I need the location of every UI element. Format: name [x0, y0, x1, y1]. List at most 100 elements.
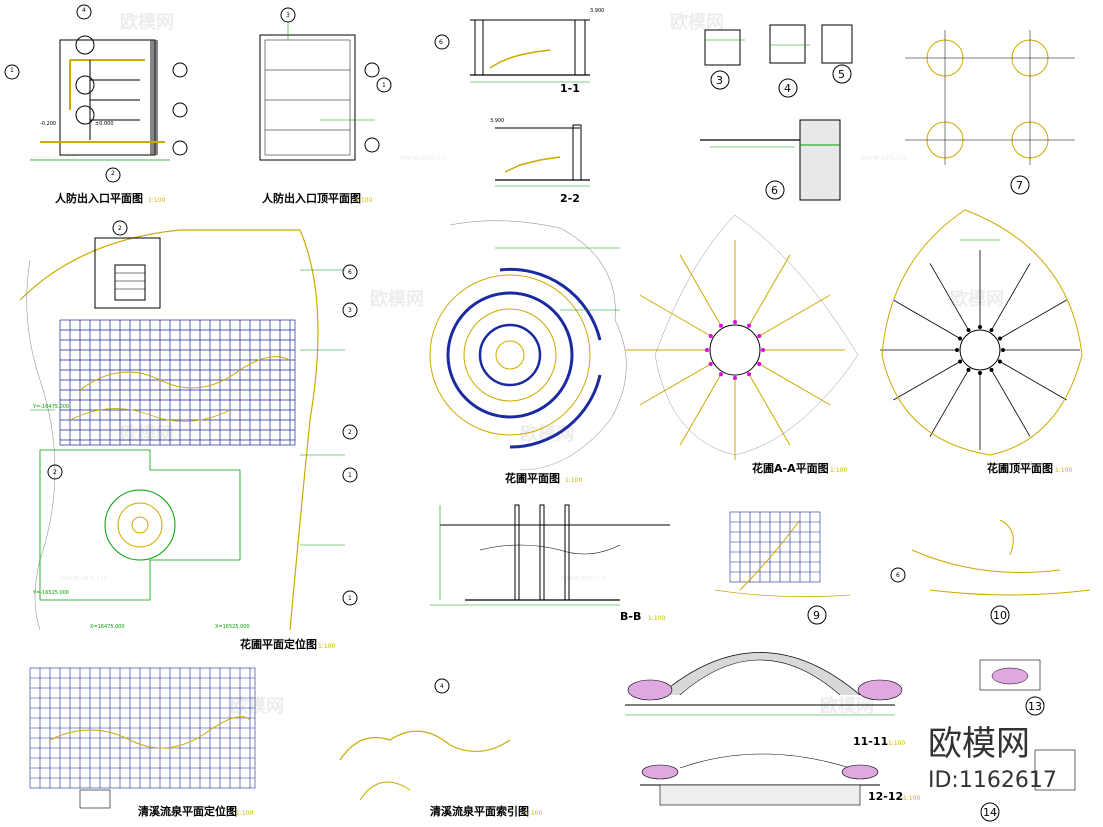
column-dot — [719, 372, 723, 377]
column-dot — [708, 362, 713, 366]
watermark: 欧模网 — [820, 695, 874, 717]
detail-number: 2 — [118, 225, 122, 232]
column-dot — [708, 334, 713, 338]
brand-id: ID:1162617 — [928, 768, 1057, 793]
radial-beams — [625, 240, 845, 460]
radial-beam — [758, 363, 831, 406]
watermark: 欧模网 — [950, 288, 1004, 310]
column-dot — [747, 323, 751, 328]
radial-beam — [639, 294, 712, 337]
detail-number: 14 — [983, 806, 997, 819]
detail-9: 9 — [714, 511, 851, 625]
column-dot — [989, 367, 994, 372]
detail-number: 6 — [896, 572, 900, 579]
view-title: 花圃平面图 — [505, 471, 560, 485]
watermark-url: www.om.cn — [400, 153, 446, 162]
detail-number: 7 — [1016, 179, 1023, 192]
column-dot — [958, 336, 963, 341]
view-flower-plan: 花圃平面图 1:100 — [429, 220, 627, 485]
radial-beam — [991, 369, 1031, 437]
brand-mark: 欧模网 ID:1162617 — [928, 724, 1057, 793]
view-title: 11-11 — [853, 735, 888, 748]
radial-beam — [893, 361, 961, 401]
view-title: 清溪流泉平面定位图 — [138, 804, 237, 818]
column-dot — [966, 367, 971, 372]
detail-13: 13 — [979, 659, 1045, 716]
radial-beam — [679, 254, 722, 327]
watermark-url: www.om.cn — [860, 153, 906, 162]
view-scale: 1:100 — [525, 810, 542, 817]
view-scale: 1:100 — [565, 477, 582, 484]
view-title: 花圃顶平面图 — [987, 461, 1053, 475]
view-scale: 1:100 — [888, 740, 905, 747]
view-title: B-B — [620, 610, 641, 623]
blue-grid — [59, 319, 296, 446]
column-dot — [966, 328, 971, 333]
radial-beam — [929, 369, 969, 437]
view-scale: 1:100 — [903, 795, 920, 802]
detail-number: 5 — [838, 68, 845, 81]
watermark: 欧模网 — [370, 288, 424, 310]
elevation-label: ±0.000 — [95, 121, 114, 127]
elevation-label: 3.900 — [590, 8, 604, 14]
view-title: 12-12 — [868, 790, 903, 803]
column-dot — [955, 348, 959, 352]
view-scale: 1:100 — [318, 643, 335, 650]
radial-beam — [748, 373, 791, 446]
column-dot — [1001, 348, 1005, 352]
view-title: 1-1 — [560, 82, 580, 95]
detail-number: 3 — [286, 12, 290, 19]
column-dot — [978, 371, 982, 375]
column-dot — [757, 334, 762, 338]
watermark: 欧模网 — [120, 11, 174, 33]
watermark-url: www.om.cn — [60, 573, 106, 582]
watermark: 欧模网 — [230, 695, 284, 717]
view-scale: 1:100 — [1055, 467, 1072, 474]
view-title: 花圃平面定位图 — [240, 637, 317, 651]
radial-beam — [929, 263, 969, 331]
view-section-2-2: 3.900 2-2 — [490, 118, 590, 205]
brand-logo-text: 欧模网 — [928, 724, 1030, 764]
detail-number: 2 — [348, 429, 352, 436]
coord-label: Y=-16525.000 — [32, 590, 69, 596]
column-dot — [997, 359, 1002, 364]
watermark-url: www.om.cn — [30, 153, 76, 162]
view-title: 人防出入口顶平面图 — [262, 191, 361, 205]
view-title: 2-2 — [560, 192, 580, 205]
view-flower-aa: 花圃A-A平面图 1:100 — [625, 214, 859, 475]
view-section-11-11: 11-11 1:100 — [625, 652, 905, 748]
column-dot — [958, 359, 963, 364]
radial-beam — [991, 263, 1031, 331]
view-title: 花圃A-A平面图 — [752, 461, 829, 475]
radial-beam — [679, 373, 722, 446]
view-title: 清溪流泉平面索引图 — [430, 804, 529, 818]
detail-number: 2 — [53, 469, 57, 476]
column-dot — [733, 376, 737, 380]
column-dot — [705, 348, 709, 352]
coord-label: X=16525.000 — [215, 624, 250, 630]
detail-number: 2 — [111, 170, 115, 177]
view-stream-index: 4 清溪流泉平面索引图 1:100 — [339, 678, 542, 818]
view-section-1-1: 3.900 6 1-1 — [434, 8, 604, 95]
detail-number: 1 — [348, 595, 352, 602]
column-dot — [719, 323, 723, 328]
details-3-4-5: 3 4 5 — [704, 24, 853, 98]
watermark-layer: 欧模网 欧模网 欧模网 欧模网 欧模网 欧模网 欧模网 欧模网 www.om.c… — [30, 11, 1004, 717]
view-flower-roof: 花圃顶平面图 1:100 — [880, 209, 1083, 475]
detail-number: 6 — [439, 39, 443, 46]
view-scale: 1:100 — [830, 467, 847, 474]
view-scale: 1:100 — [148, 197, 165, 204]
column-dot — [978, 325, 982, 329]
radial-beams — [880, 250, 1080, 450]
detail-number: 4 — [440, 683, 444, 690]
radial-beam — [999, 299, 1067, 339]
column-dot — [733, 320, 737, 324]
detail-number: 6 — [348, 269, 352, 276]
view-title: 人防出入口平面图 — [55, 191, 143, 205]
detail-number: 9 — [813, 609, 820, 622]
detail-number: 6 — [771, 184, 778, 197]
watermark: 欧模网 — [670, 11, 724, 33]
detail-number: 1 — [382, 82, 386, 89]
view-rf-entrance-plan: ±0.000 -0.200 1 4 2 人防出入口平面图 1:100 — [4, 4, 188, 205]
